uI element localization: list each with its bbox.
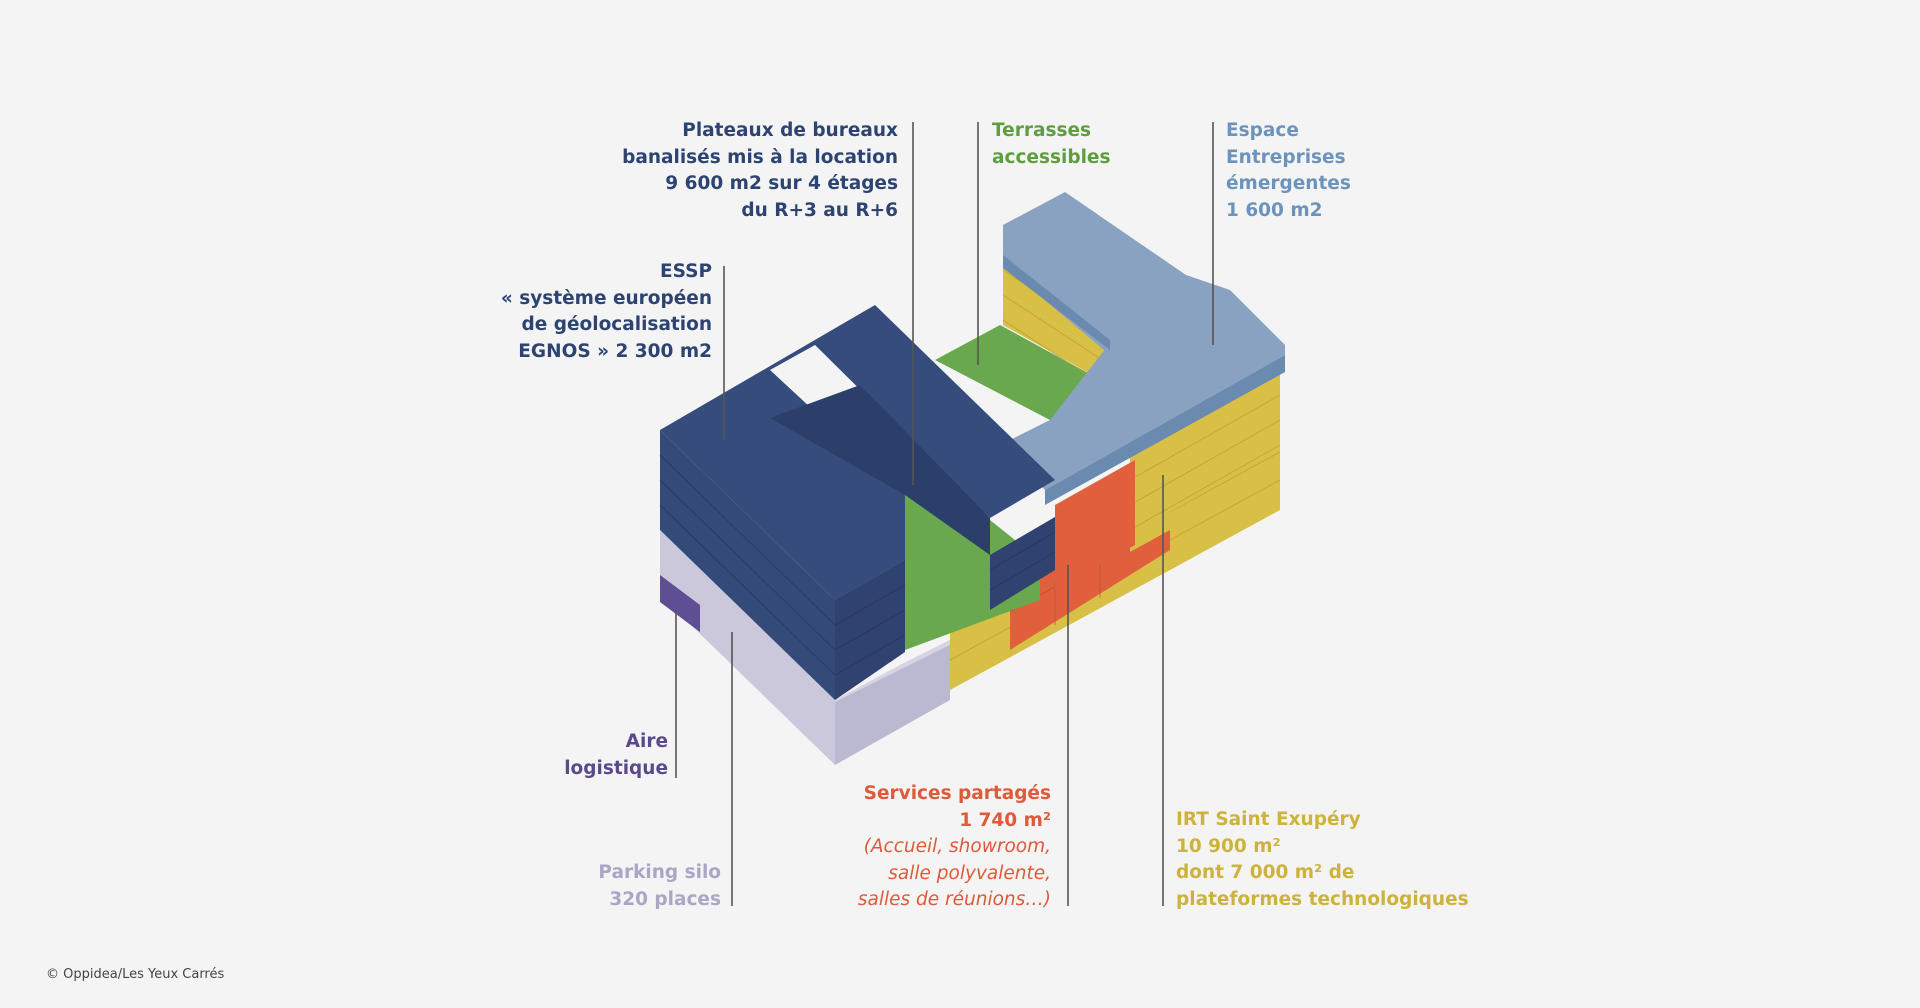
label-essp-line1: ESSP [659,261,712,282]
plateaux-courtyard-walls [770,385,990,555]
label-plateaux-line2: banalisés mis à la location [622,146,898,168]
label-aire-line1: Aire [625,731,668,752]
label-services-line2: 1 740 m² [959,809,1051,831]
irt-rear-wall-lower [1003,290,1110,385]
label-aire: Aire logistique [564,729,668,782]
label-espace: Espace Entreprises émergentes 1 600 m2 [1226,118,1351,224]
label-parking-line2: 320 places [609,888,721,910]
label-espace-line4: 1 600 m2 [1226,199,1323,221]
parking-silo-top [835,640,950,702]
label-espace-line3: émergentes [1226,173,1351,194]
label-terrasses-line2: accessibles [992,146,1111,168]
label-parking-line1: Parking silo [598,862,721,883]
parking-silo-block-left [660,530,835,765]
parking-silo-block-front [835,640,950,765]
label-services-detail3: salles de réunions…) [857,889,1051,910]
label-essp-line2: « système européen [500,287,712,309]
label-services-detail1: (Accueil, showroom, [863,836,1051,857]
plateaux-block-right-face [990,517,1055,610]
label-plateaux-line3: 9 600 m2 sur 4 étages [665,173,898,194]
label-services: Services partagés 1 740 m² (Accueil, sho… [858,781,1051,914]
label-irt-line3: dont 7 000 m² de [1176,862,1355,883]
irt-block-upper-front [1130,370,1280,552]
label-services-line1: Services partagés [863,783,1051,804]
espace-block-top-right [1050,290,1285,430]
label-espace-line2: Entreprises [1226,146,1346,168]
label-essp-line4: EGNOS » 2 300 m2 [518,340,712,362]
label-irt-line1: IRT Saint Exupéry [1176,809,1361,830]
label-terrasses: Terrasses accessibles [992,118,1110,171]
label-plateaux-line4: du R+3 au R+6 [741,199,898,221]
label-parking: Parking silo 320 places [598,860,721,913]
label-plateaux: Plateaux de bureaux banalisés mis à la l… [622,118,898,224]
label-espace-line1: Espace [1226,120,1299,141]
label-plateaux-line1: Plateaux de bureaux [682,120,898,141]
services-block-column [1055,460,1135,590]
label-irt: IRT Saint Exupéry 10 900 m² dont 7 000 m… [1176,807,1469,913]
label-irt-line2: 10 900 m² [1176,835,1281,857]
label-essp: ESSP « système européen de géolocalisati… [501,259,712,365]
espace-block-rear-edge [1003,255,1110,350]
photo-credit: © Oppidea/Les Yeux Carrés [46,967,225,982]
label-services-detail2: salle polyvalente, [888,862,1051,884]
espace-block-edge [1045,355,1285,505]
label-essp-line3: de géolocalisation [521,314,712,335]
label-irt-line4: plateformes technologiques [1176,888,1469,910]
label-aire-line2: logistique [564,757,668,779]
aire-logistique-block [660,575,700,632]
label-terrasses-line1: Terrasses [992,120,1092,141]
